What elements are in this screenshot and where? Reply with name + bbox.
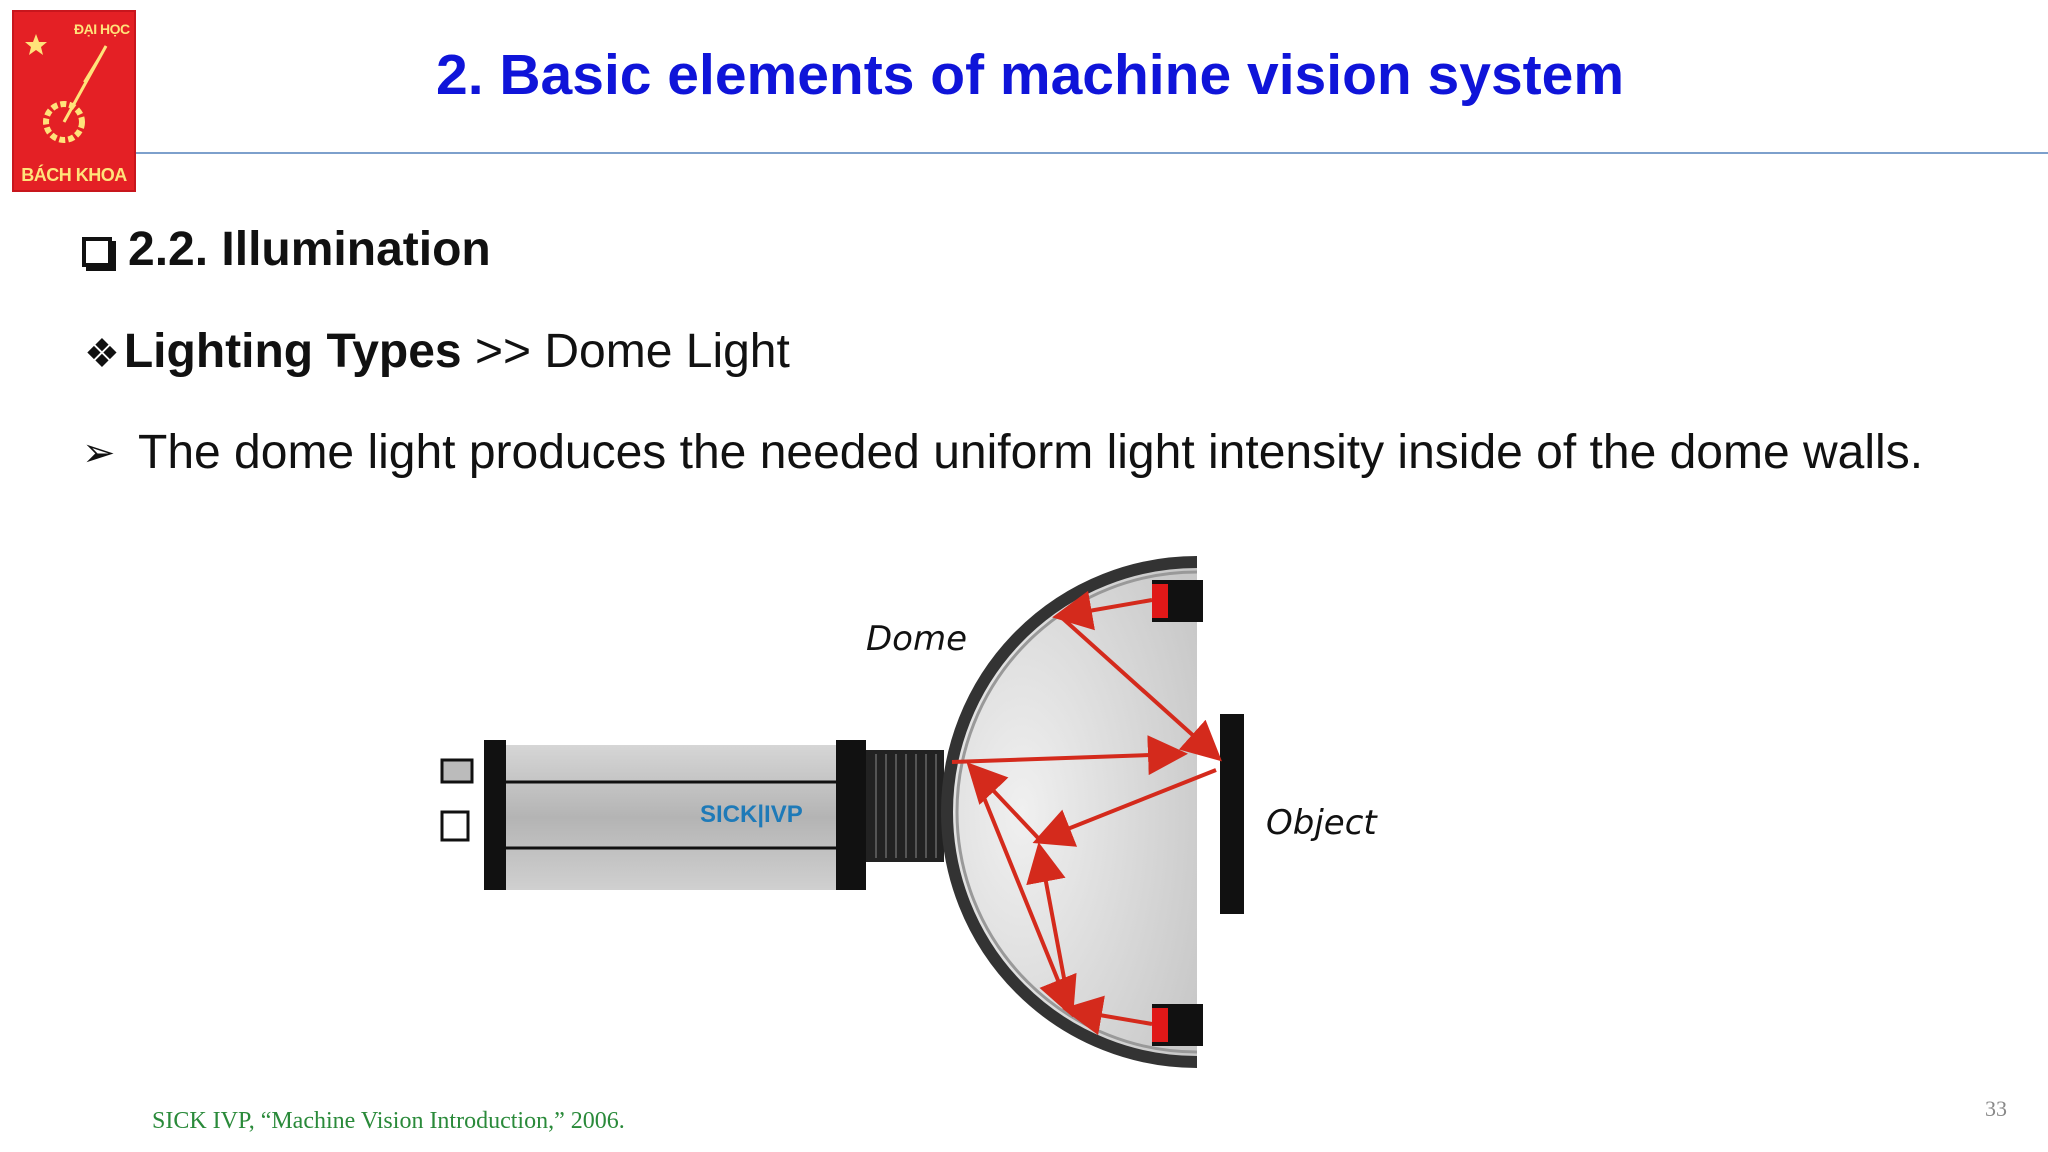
diamond-bullet-icon: ❖ [84, 332, 120, 376]
top-led [1152, 584, 1168, 618]
object-label: Object [1266, 803, 1378, 843]
lighting-types-label: Lighting Types [123, 325, 462, 378]
citation: SICK IVP, “Machine Vision Introduction,”… [152, 1108, 625, 1134]
description-text: The dome light produces the needed unifo… [138, 426, 1924, 479]
description-bullet: ➢ The dome light produces the needed uni… [82, 422, 1982, 484]
breadcrumb-separator: >> [474, 325, 532, 378]
lighting-type-value: Dome Light [544, 325, 790, 378]
dome-light-diagram: SICK|IVP Dome Object [440, 556, 1378, 1068]
page-number: 33 [1985, 1096, 2007, 1121]
logo-emblem-icon [25, 34, 108, 143]
university-logo: ĐẠI HỌC BÁCH KHOA [12, 10, 136, 192]
title-divider [136, 152, 2048, 154]
camera-body [440, 740, 944, 890]
logo-bottom-text: BÁCH KHOA [21, 165, 127, 185]
arrow-bullet-icon: ➢ [82, 431, 116, 475]
checkbox-bullet-icon [82, 236, 112, 267]
slide-title: 2. Basic elements of machine vision syst… [436, 43, 1625, 107]
camera-brand-label: SICK|IVP [700, 801, 803, 828]
object-plate [1220, 714, 1244, 914]
dome-interior [947, 562, 1197, 1062]
logo-top-text: ĐẠI HỌC [74, 21, 130, 37]
dome-label: Dome [866, 619, 967, 659]
bottom-led [1152, 1008, 1168, 1042]
section-heading-text: 2.2. Illumination [128, 223, 491, 276]
section-heading: 2.2. Illumination [82, 222, 491, 277]
lighting-types-line: ❖Lighting Types >> Dome Light [84, 324, 790, 379]
light-rays [951, 590, 1222, 1036]
